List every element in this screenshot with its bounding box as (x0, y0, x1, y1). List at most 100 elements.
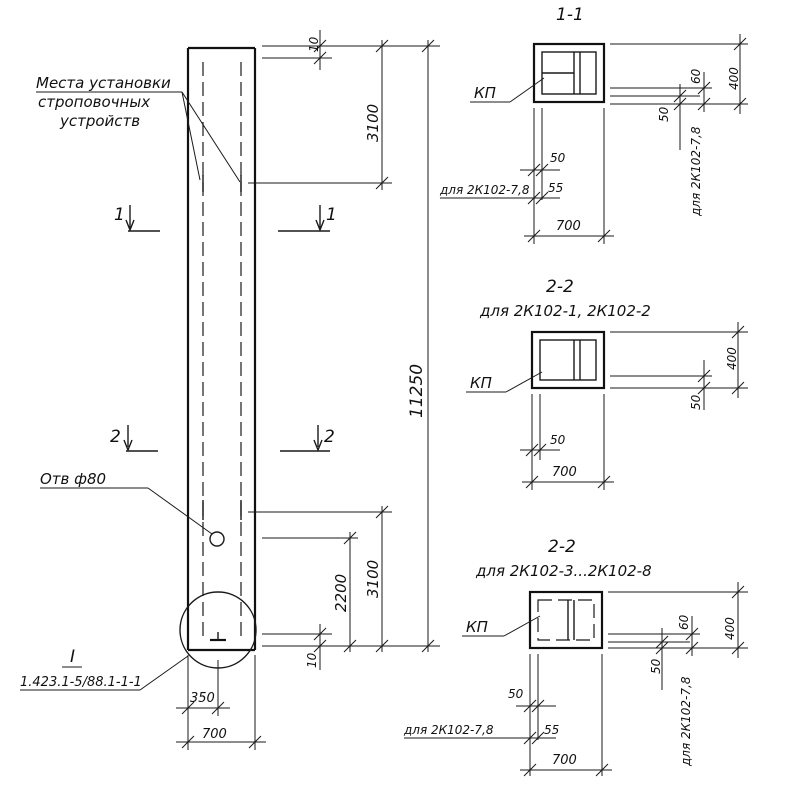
section-2-2-b-kp: КП (466, 618, 488, 636)
node-reference: 1.423.1-5/88.1-1-1 (20, 675, 142, 690)
section-2-2-a-kp: КП (470, 374, 492, 392)
lifting-leader-2 (181, 91, 241, 183)
s11-dim-50-bottom-ticks (527, 163, 549, 177)
hole-callout: Отв ф80 (40, 470, 213, 535)
dim-top-3100: 3100 (364, 104, 382, 142)
node-mark: I (70, 647, 75, 667)
section-2-right-arrowhead (313, 439, 323, 452)
s22a-dim-700-ticks (525, 475, 611, 489)
section-2-2-a-kp-leader (505, 371, 543, 393)
section-2-2-b-outline (528, 590, 604, 650)
section-2-left-arrowhead (123, 439, 133, 452)
section-2-left-label: 2 (110, 427, 121, 447)
dim-bottom-3100: 3100 (364, 560, 382, 598)
section-2-2-b-kp-leader (503, 615, 541, 637)
section-2-2-a-subtitle: для 2К102-1, 2К102-2 (479, 302, 651, 320)
section-1-1-note-left: для 2К102-7,8 (439, 183, 530, 197)
s22b-dim-50-ticks (655, 635, 669, 655)
s22b-dim-55-ticks (523, 731, 545, 745)
section-2-right-label: 2 (324, 427, 335, 447)
s22a-dim-50-bottom-ticks (525, 443, 547, 457)
node-leader (139, 655, 189, 691)
section-2-2-b-title: 2-2 (548, 537, 576, 557)
section-1-1-dim-50-bottom: 50 (550, 151, 566, 165)
dim-total-11250: 11250 (407, 364, 427, 418)
dim-ticks-350 (181, 701, 225, 715)
dim-ticks-bottom-3100 (375, 505, 389, 653)
section-2-2-b-dim-50-side: 50 (649, 658, 663, 674)
dim-top-10: 10 (307, 36, 321, 52)
section-2-2-b-dim-55: 55 (544, 723, 559, 737)
s22b-dim-400-ticks (731, 585, 745, 655)
section-2-2-a-outline (530, 330, 606, 390)
s22b-dim-60-ticks (685, 627, 699, 655)
lifting-label-line1: Места установки (36, 74, 171, 92)
section-1-1-kp-leader (509, 77, 545, 103)
section-1-right-label: 1 (326, 205, 337, 225)
s22b-dim-700-ticks (523, 763, 609, 777)
section-2-2-a-dim-700: 700 (552, 465, 577, 480)
section-1-1-note-right: для 2К102-7,8 (689, 126, 703, 217)
section-mark-2: 2 2 (110, 425, 335, 452)
section-1-1-dim-60: 60 (689, 68, 703, 84)
section-2-2-b-note-right: для 2К102-7,8 (679, 676, 693, 767)
lifting-label-line3: устройств (59, 112, 140, 130)
dim-width-700: 700 (202, 727, 227, 742)
s11-dim-400-ticks (733, 37, 747, 111)
section-2-2-b: 2-2 для 2К102-3...2К102-8 КП 400 60 50 д… (403, 537, 748, 777)
hole-circle (209, 531, 225, 547)
node-callout: I 1.423.1-5/88.1-1-1 (20, 647, 189, 691)
section-2-2-b-note-left: для 2К102-7,8 (403, 723, 494, 737)
s11-dim-50-ticks (673, 89, 687, 111)
section-1-1-kp: КП (474, 84, 496, 102)
dim-ticks-total (421, 39, 435, 653)
lifting-leader-1 (181, 91, 201, 181)
section-2-2-a-dim-400: 400 (725, 347, 739, 370)
section-1-left-arrowhead (125, 219, 135, 232)
section-2-2-a: 2-2 для 2К102-1, 2К102-2 КП 400 50 50 70… (466, 277, 748, 490)
section-2-2-a-cage (539, 339, 597, 381)
section-2-2-b-dim-700: 700 (552, 753, 577, 768)
section-1-1: 1-1 КП 400 60 50 для 2К102-7,8 50 55 (439, 5, 748, 244)
dim-ticks-700 (181, 735, 262, 749)
section-1-right-arrowhead (315, 219, 325, 232)
section-2-2-b-dim-60: 60 (677, 614, 691, 630)
s11-dim-700-ticks (527, 229, 611, 243)
s11-dim-55-ticks (527, 191, 549, 205)
dim-ticks-bottom-2200 (343, 531, 357, 653)
lifting-label: Места установки строповочных устройств (36, 74, 241, 183)
section-1-left-label: 1 (114, 205, 125, 225)
s11-dim-60-ticks (697, 81, 711, 111)
s22a-dim-400-ticks (731, 325, 745, 395)
section-1-1-dim-50-side: 50 (657, 106, 671, 122)
node-circle (179, 591, 257, 669)
hole-leader (147, 487, 213, 535)
section-2-2-b-cage (537, 599, 595, 641)
section-mark-1: 1 1 (114, 205, 337, 232)
dim-ticks-top-3100 (375, 39, 389, 190)
dim-ticks-top-10 (313, 39, 327, 65)
section-2-2-a-dim-50-bottom: 50 (550, 433, 566, 447)
dim-ticks-bottom-10 (313, 627, 327, 653)
section-1-1-outline (532, 42, 606, 104)
dim-bottom-10: 10 (305, 652, 319, 668)
section-1-1-dim-400: 400 (727, 67, 741, 90)
column-elevation (179, 46, 257, 669)
section-2-2-a-dim-50-side: 50 (689, 394, 703, 410)
section-1-1-dim-700: 700 (556, 219, 581, 234)
section-1-1-title: 1-1 (556, 5, 584, 25)
hole-label: Отв ф80 (40, 470, 106, 488)
section-2-2-b-subtitle: для 2К102-3...2К102-8 (475, 562, 652, 580)
lifting-label-line2: строповочных (38, 93, 150, 111)
dim-width-350: 350 (190, 691, 215, 706)
section-2-2-b-dim-400: 400 (723, 617, 737, 640)
dim-bottom-2200: 2200 (332, 574, 350, 612)
section-2-2-a-title: 2-2 (546, 277, 574, 297)
section-2-2-b-dim-50-bottom: 50 (508, 687, 524, 701)
s22b-dim-50-bottom-ticks (523, 699, 545, 713)
section-1-1-dim-55: 55 (548, 181, 563, 195)
s22a-dim-50-ticks (697, 369, 711, 395)
elevation-dimensions: 10 3100 11250 3100 2200 10 350 700 (176, 30, 440, 750)
